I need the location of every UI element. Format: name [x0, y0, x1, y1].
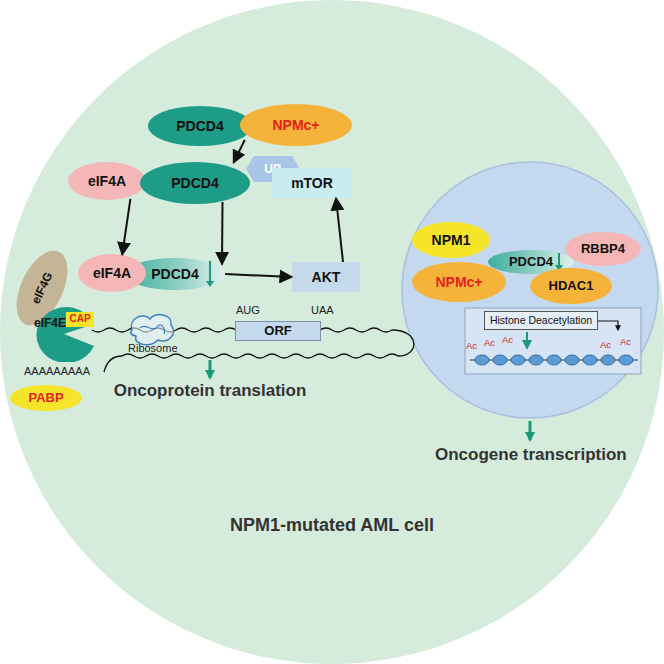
orf-box: ORF [235, 321, 321, 341]
transcription-arrow [598, 321, 618, 330]
node-text: HDAC1 [549, 279, 594, 293]
acetyl-mark: Ac [600, 340, 611, 350]
node-text: CAP [69, 314, 90, 325]
decrease-arrow [205, 258, 215, 290]
node-text: eIF4E [30, 317, 70, 330]
node-text: Histone Deacetylation [490, 315, 592, 326]
protein-ellipse: PDCD4 [140, 162, 250, 204]
nucleosome [619, 355, 633, 365]
cap-binding-shape [36, 307, 94, 362]
acetyl-mark: Ac [502, 335, 513, 345]
nucleosome [475, 355, 489, 365]
node-text: ORF [264, 324, 291, 338]
codon-label: AUG [236, 305, 260, 317]
nucleosome [493, 355, 507, 365]
ribosome-detail [140, 325, 165, 334]
chromatin-panel [465, 308, 641, 374]
protein-ellipse: eIF4A [78, 254, 146, 292]
outcome-arrow [209, 360, 212, 378]
cap-binding-protein: eIF4ECAP [28, 304, 94, 362]
protein-ellipse: RBBP4 [565, 232, 641, 266]
protein-ellipse: PDCD4 [148, 106, 252, 146]
protein-ellipse: PABP [10, 385, 82, 411]
node-text: PDCD4 [509, 255, 553, 269]
cap-box: CAP [66, 312, 94, 327]
node-text: AKT [312, 270, 341, 285]
nucleosome [511, 355, 525, 365]
effect-arrow [526, 332, 528, 348]
nucleosome [547, 355, 561, 365]
node-text: eIF4G [29, 270, 55, 306]
decrease-arrow-shaft [209, 261, 211, 282]
protein-box: AKT [292, 262, 360, 292]
ribosome-symbol [131, 315, 174, 345]
node-text: PDCD4 [171, 176, 218, 191]
node-text: eIF4A [88, 174, 126, 189]
outcome-label: Oncogene transcription [435, 446, 625, 464]
connector-arrow [221, 202, 224, 265]
node-text: NPMc+ [272, 118, 319, 133]
connector-arrow [122, 199, 130, 255]
process-box: Histone Deacetylation [484, 311, 598, 330]
acetyl-mark: Ac [466, 341, 477, 351]
node-text: eIF4A [93, 266, 131, 281]
protein-box: mTOR [272, 168, 352, 198]
protein-ellipse: NPM1 [412, 222, 490, 258]
protein-ellipse: NPMc+ [412, 262, 506, 302]
connector-arrow [234, 140, 245, 163]
acetyl-mark: Ac [620, 337, 631, 347]
node-text: mTOR [291, 176, 333, 191]
protein-ellipse: eIF4A [68, 162, 146, 200]
node-text: PDCD4 [151, 267, 198, 282]
outcome-arrow [529, 421, 532, 440]
ribosome-label: Ribosome [128, 343, 178, 355]
acetyl-mark: Ac [484, 338, 495, 348]
nucleosome [601, 355, 615, 365]
node-text: PABP [28, 391, 63, 405]
decrease-arrow-shaft [558, 253, 560, 266]
outcome-label: Oncoprotein translation [100, 382, 320, 400]
node-text: NPM1 [432, 233, 471, 248]
nucleosome [583, 355, 597, 365]
codon-label: UAA [311, 305, 334, 317]
node-text: NPM1-mutated AML cell [0, 516, 664, 535]
protein-ellipse: NPMc+ [240, 104, 352, 146]
decrease-arrow-head [206, 281, 214, 287]
node-text: RBBP4 [581, 242, 625, 256]
nucleus [402, 162, 658, 418]
nucleosome [529, 355, 543, 365]
connector-arrow [225, 274, 292, 277]
node-text: PDCD4 [176, 119, 223, 134]
node-text: NPMc+ [435, 275, 482, 290]
nucleosome [565, 355, 579, 365]
protein-ellipse: HDAC1 [530, 268, 612, 304]
connector-arrow [336, 198, 343, 262]
polya-label: AAAAAAAAA [24, 366, 90, 378]
